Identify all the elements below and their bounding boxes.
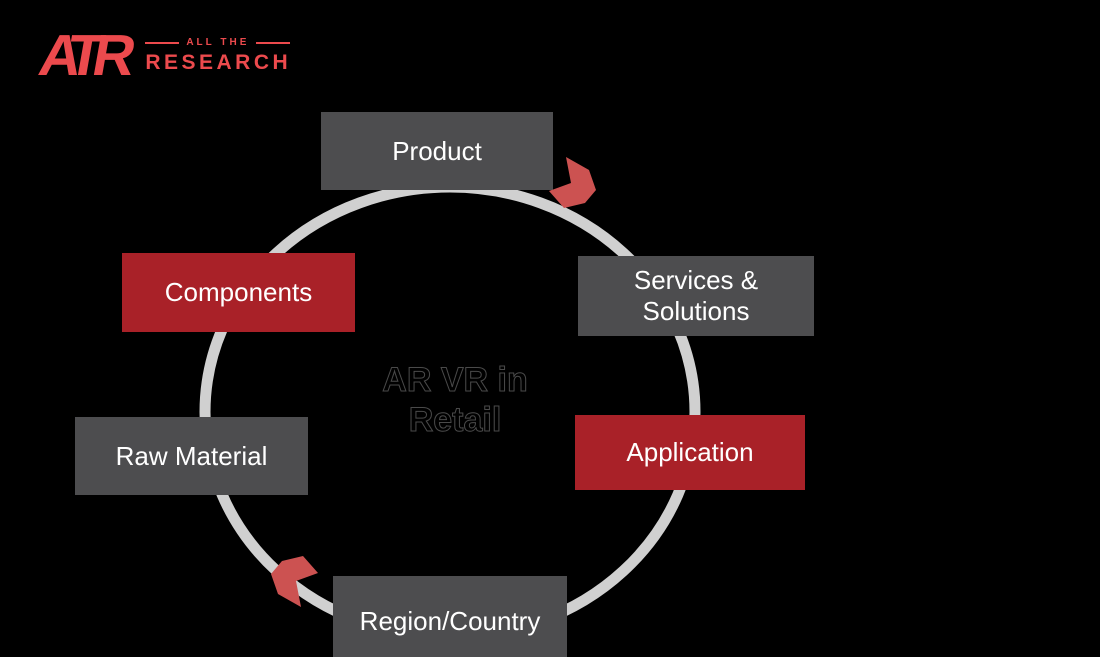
center-label: AR VR in Retail	[300, 360, 610, 440]
node-components: Components	[122, 253, 355, 332]
node-services-solutions: Services & Solutions	[578, 256, 814, 336]
center-label-line2: Retail	[408, 401, 502, 440]
node-application: Application	[575, 415, 805, 490]
node-region-country: Region/Country	[333, 576, 567, 657]
logo-tagline: ALL THE	[186, 37, 250, 48]
center-label-line1: AR VR in	[382, 361, 528, 400]
node-raw-material: Raw Material	[75, 417, 308, 495]
logo-rule-right	[256, 41, 291, 44]
logo-tagline-row: ALL THE	[145, 37, 291, 48]
logo-brand: RESEARCH	[145, 51, 292, 74]
atr-logo: ATR ALL THE RESEARCH	[34, 23, 291, 88]
logo-rule-left	[145, 41, 180, 44]
node-product: Product	[321, 112, 553, 190]
logo-wordmark: ALL THE RESEARCH	[145, 37, 291, 75]
